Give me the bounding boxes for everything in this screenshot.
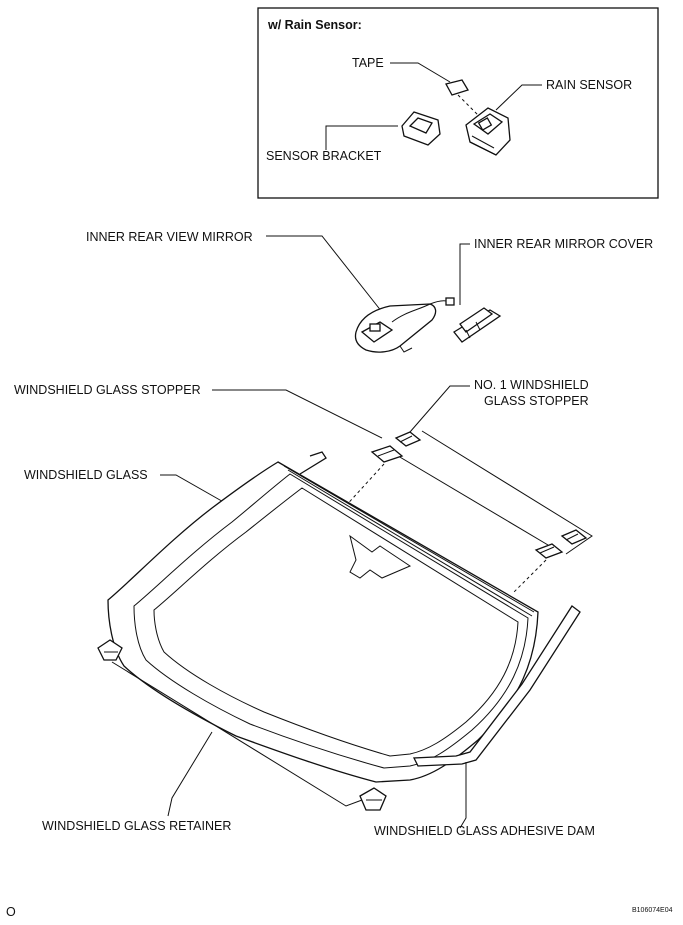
sensor-bracket-part bbox=[401, 111, 441, 146]
glass-stopper-left bbox=[370, 445, 404, 463]
inner-rear-view-mirror-label: INNER REAR VIEW MIRROR bbox=[86, 230, 253, 244]
page-mark: O bbox=[6, 905, 16, 919]
rain-sensor-label: RAIN SENSOR bbox=[546, 78, 632, 92]
retainer-left bbox=[97, 639, 123, 661]
stoppers-group: WINDSHIELD GLASS STOPPER NO. 1 WINDSHIEL… bbox=[14, 378, 593, 593]
no1-stopper-label-line2: GLASS STOPPER bbox=[484, 394, 589, 408]
adhesive-dam-label: WINDSHIELD GLASS ADHESIVE DAM bbox=[374, 824, 595, 838]
rain-sensor-part bbox=[465, 107, 511, 156]
inner-rear-view-mirror-group: INNER REAR VIEW MIRROR INNER REAR MIRROR… bbox=[86, 230, 653, 353]
inner-rear-mirror-cover-part bbox=[453, 307, 502, 343]
figure-code: B106074E04 bbox=[632, 907, 673, 914]
rain-sensor-inset: w/ Rain Sensor: TAPE RAIN SENSOR SENSOR … bbox=[257, 7, 659, 199]
no1-stopper-left bbox=[394, 431, 422, 447]
inset-title: w/ Rain Sensor: bbox=[267, 18, 362, 32]
windshield-glass-stopper-label: WINDSHIELD GLASS STOPPER bbox=[14, 383, 201, 397]
windshield-glass-group: WINDSHIELD GLASS WINDSHIELD GLASS ADHESI… bbox=[24, 451, 595, 838]
inner-rear-mirror-cover-label: INNER REAR MIRROR COVER bbox=[474, 237, 653, 251]
no1-stopper-label-line1: NO. 1 WINDSHIELD bbox=[474, 378, 589, 392]
retainer-group: WINDSHIELD GLASS RETAINER bbox=[42, 639, 387, 833]
windshield-glass-label: WINDSHIELD GLASS bbox=[24, 468, 148, 482]
sensor-bracket-label: SENSOR BRACKET bbox=[266, 149, 382, 163]
no1-stopper-right bbox=[560, 529, 588, 545]
inner-rear-view-mirror-part bbox=[354, 297, 455, 353]
windshield-glass-retainer-label: WINDSHIELD GLASS RETAINER bbox=[42, 819, 231, 833]
adhesive-dam-part bbox=[412, 605, 581, 767]
tape-label: TAPE bbox=[352, 56, 384, 70]
windshield-glass-part bbox=[107, 451, 539, 783]
glass-stopper-right bbox=[534, 543, 564, 559]
retainer-right bbox=[359, 787, 387, 811]
tape-part bbox=[445, 79, 469, 96]
